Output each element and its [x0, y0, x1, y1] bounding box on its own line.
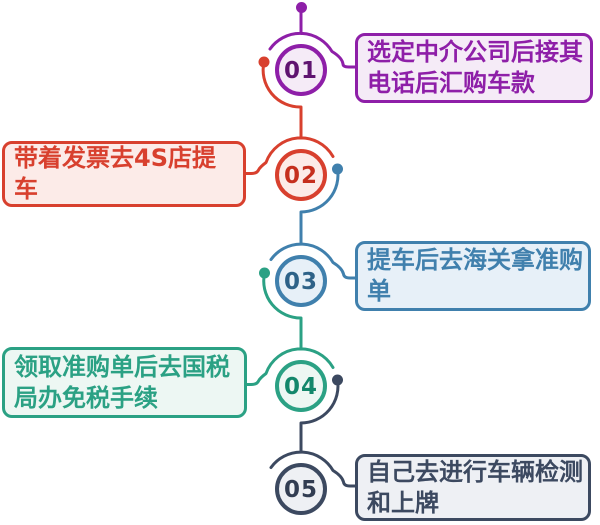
step5-label-box: 自己去进行车辆检测和上牌	[355, 454, 591, 521]
step1-label-box: 选定中介公司后接其电话后汇购车款	[355, 33, 593, 103]
step5-label: 自己去进行车辆检测和上牌	[367, 457, 583, 517]
step1-badge	[275, 44, 327, 96]
step4-badge	[275, 360, 327, 412]
step4-label: 领取准购单后去国税局办免税手续	[14, 352, 230, 412]
step1-start-dot	[296, 2, 307, 13]
connector-path-2	[244, 60, 335, 175]
connector-path-3	[269, 167, 358, 280]
step2-label: 带着发票去4S店提车	[14, 144, 216, 203]
connector-path-4	[244, 272, 335, 386]
step3-badge	[275, 255, 327, 307]
step2-number: 02	[284, 163, 318, 189]
step3-label-box: 提车后去海关拿准购单	[355, 241, 591, 311]
connector-path-1	[268, 11, 358, 69]
step4-number: 04	[284, 374, 318, 400]
step3-label: 提车后去海关拿准购单	[367, 246, 583, 305]
step5-badge	[275, 463, 327, 515]
step2-label-box: 带着发票去4S店提车	[2, 141, 246, 207]
step1-label: 选定中介公司后接其电话后汇购车款	[367, 38, 583, 97]
step5-number: 05	[284, 477, 318, 503]
step3-number: 03	[284, 269, 318, 295]
step1-number: 01	[284, 58, 318, 84]
step2-badge	[275, 149, 327, 201]
connector-path-5	[269, 378, 358, 488]
step4-label-box: 领取准购单后去国税局办免税手续	[2, 347, 247, 418]
